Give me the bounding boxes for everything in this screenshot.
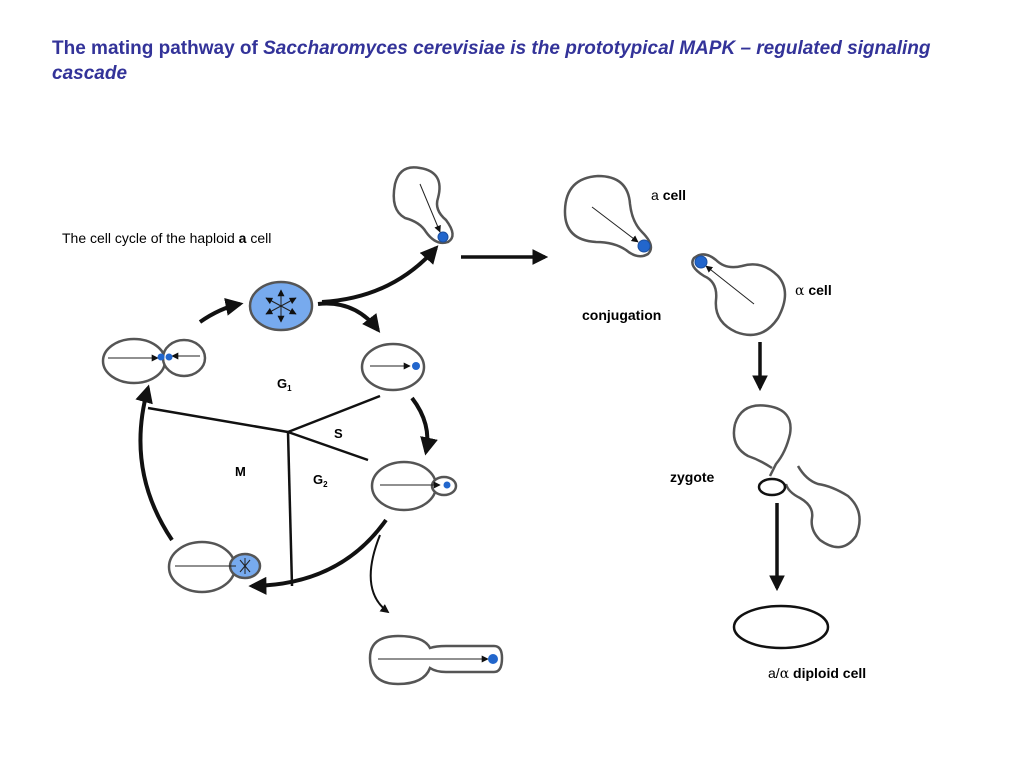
mitotic-cell <box>167 540 262 594</box>
diploid-alpha: α <box>779 666 790 682</box>
nucleus <box>412 362 420 370</box>
alpha-cell-shmoo <box>691 253 787 337</box>
diploid-prefix: a/ <box>768 665 780 681</box>
dividing-cell-pair <box>101 337 207 385</box>
phase-label-m: M <box>235 464 246 479</box>
curved-arrow-icon <box>135 384 174 542</box>
a-cell-label-prefix: a <box>651 187 663 203</box>
g1-blue-cell <box>248 280 314 332</box>
slide-title: The mating pathway of Saccharomyces cere… <box>52 36 982 86</box>
g1-cell <box>360 342 426 392</box>
alpha-symbol: α <box>795 283 805 299</box>
budding-cell <box>370 460 458 512</box>
shmoo-cell <box>392 166 454 245</box>
curved-arrow-icon <box>410 396 438 456</box>
zygote-label: zygote <box>670 469 715 485</box>
diploid-bold: diploid cell <box>789 665 867 681</box>
nucleus <box>443 481 451 489</box>
curved-arrow-icon <box>321 245 439 304</box>
a-cell-label: a cell <box>651 187 686 203</box>
conjugation-label: conjugation <box>582 307 662 323</box>
nucleus <box>637 239 651 253</box>
zygote-cell <box>732 404 861 549</box>
curved-arrow-icon <box>248 518 388 595</box>
phase-label-g2: G2 <box>313 472 328 489</box>
cell-cycle-caption: The cell cycle of the haploid a cell <box>62 230 271 246</box>
title-part2: Saccharomyces cerevisiae is the prototyp… <box>52 38 931 84</box>
cell-cycle-caption-suffix: cell <box>246 230 272 246</box>
curved-arrow-icon <box>317 301 381 333</box>
nucleus <box>165 353 173 361</box>
alpha-cell-label-bold: cell <box>804 282 832 298</box>
nucleus <box>157 353 165 361</box>
cell-cycle-sectors <box>147 394 381 587</box>
cell-cycle-arrows <box>135 245 439 595</box>
nucleus <box>488 654 498 664</box>
nucleus <box>437 231 449 243</box>
cell-cycle-caption-bold: a <box>238 230 247 246</box>
cell-cycle-caption-prefix: The cell cycle of the haploid <box>62 230 239 246</box>
elongated-cell <box>368 634 504 686</box>
phase-label-s: S <box>334 426 343 441</box>
phase-label-g1: G1 <box>277 376 292 393</box>
curved-arrow-icon <box>369 534 390 614</box>
alpha-cell-label: α cell <box>795 282 832 299</box>
diploid-cell <box>732 604 830 650</box>
nucleus <box>694 255 708 269</box>
title-part1: The mating pathway of <box>52 38 264 59</box>
a-cell-shmoo <box>563 174 653 258</box>
curved-arrow-icon <box>198 298 244 324</box>
diploid-cell-label: a/α diploid cell <box>768 665 866 682</box>
a-cell-label-bold: cell <box>662 187 687 203</box>
